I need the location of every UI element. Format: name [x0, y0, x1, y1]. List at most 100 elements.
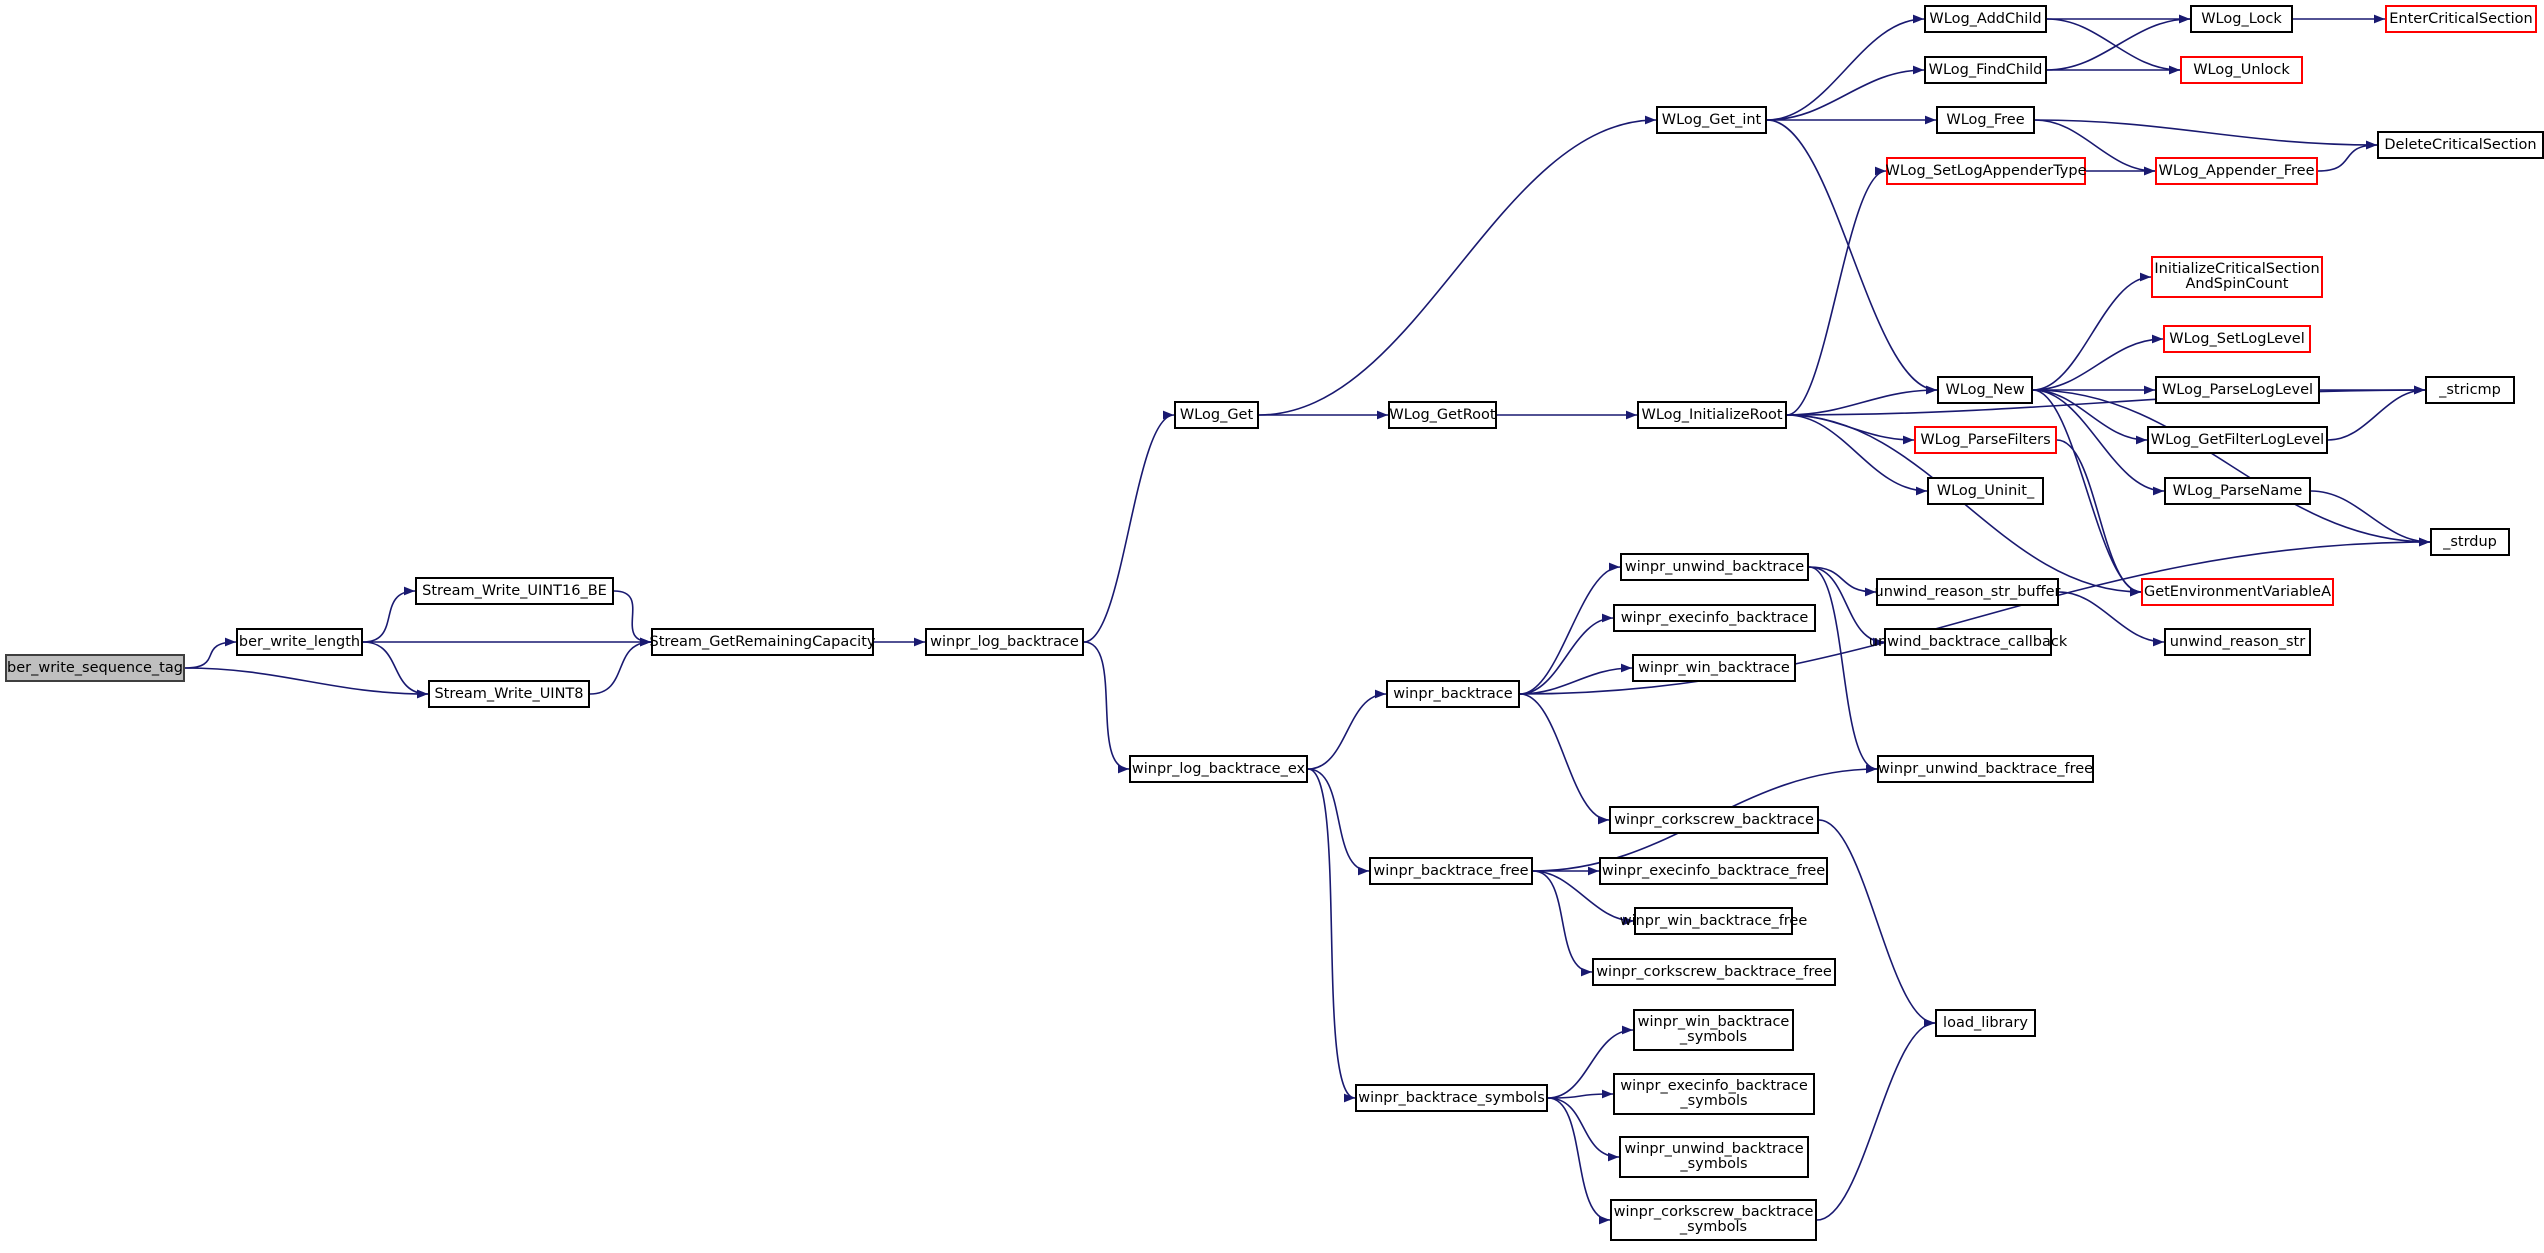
- edge-winpr_log_backtrace-to-winpr_log_backtrace_ex: [1083, 641, 1130, 774]
- node-ber-write-length[interactable]: ber_write_length: [236, 628, 363, 656]
- node-winpr-execinfo-backtrace[interactable]: winpr_execinfo_backtrace: [1613, 604, 1816, 632]
- node-wlog-get-int[interactable]: WLog_Get_int: [1656, 106, 1767, 134]
- node-winpr-win-backtrace[interactable]: winpr_win_backtrace: [1632, 654, 1796, 682]
- node-wlog-new[interactable]: WLog_New: [1937, 376, 2033, 404]
- edge-WLog_InitializeRoot-to-WLog_New: [1786, 385, 1938, 416]
- node-label: WLog_Get_int: [1661, 111, 1762, 128]
- edge-winpr_backtrace_symbols-to-winpr_execinfo_backtrace_symbols: [1547, 1089, 1614, 1099]
- node-label: winpr_execinfo_backtrace: [1620, 1078, 1808, 1094]
- node-winpr-execinfo-backtrace-symbols[interactable]: winpr_execinfo_backtrace_symbols: [1613, 1073, 1815, 1115]
- edge-winpr_unwind_backtrace-to-unwind_reason_str_buffer: [1808, 566, 1877, 597]
- edge-winpr_backtrace_symbols-to-winpr_win_backtrace_symbols: [1547, 1025, 1634, 1099]
- node-label: winpr_win_backtrace_free: [1619, 912, 1808, 929]
- edge-Stream_Write_UINT8-to-Stream_GetRemainingCapacity: [589, 637, 652, 695]
- node-label: AndSpinCount: [2185, 276, 2289, 292]
- edge-ber_write_length-to-Stream_Write_UINT16_BE: [362, 586, 416, 643]
- node-winpr-backtrace[interactable]: winpr_backtrace: [1386, 680, 1520, 708]
- node-label: WLog_New: [1945, 381, 2025, 398]
- edge-WLog_Appender_Free-to-DeleteCriticalSection: [2317, 140, 2378, 172]
- node-label: WLog_Uninit_: [1936, 482, 2035, 499]
- edge-WLog_Get_int-to-WLog_New: [1766, 119, 1938, 395]
- node-winpr-backtrace-free[interactable]: winpr_backtrace_free: [1369, 857, 1533, 885]
- node-wlog-lock[interactable]: WLog_Lock: [2190, 5, 2293, 33]
- node-label: WLog_Lock: [2201, 10, 2282, 27]
- node-label: _symbols: [1679, 1029, 1748, 1045]
- node-winpr-corkscrew-backtrace[interactable]: winpr_corkscrew_backtrace: [1609, 806, 1819, 834]
- node-label: unwind_reason_str: [2169, 633, 2306, 650]
- node-unwind-reason-str[interactable]: unwind_reason_str: [2164, 628, 2311, 656]
- node-getenvironmentvariablea[interactable]: GetEnvironmentVariableA: [2141, 578, 2334, 606]
- node-winpr-corkscrew-backtrace-free[interactable]: winpr_corkscrew_backtrace_free: [1592, 958, 1836, 986]
- edge-WLog_GetFilterLogLevel-to-_stricmp: [2327, 385, 2426, 441]
- node-winpr-execinfo-backtrace-free[interactable]: winpr_execinfo_backtrace_free: [1599, 857, 1828, 885]
- node-label: _strdup: [2443, 533, 2497, 550]
- edge-WLog_New-to-InitializeCriticalSectionAndSpinCount: [2032, 272, 2152, 391]
- node-wlog-unlock[interactable]: WLog_Unlock: [2180, 56, 2303, 84]
- edge-ber_write_length-to-Stream_Write_UINT8: [362, 641, 429, 699]
- node-winpr-unwind-backtrace-symbols[interactable]: winpr_unwind_backtrace_symbols: [1619, 1136, 1809, 1178]
- edge-winpr_backtrace_symbols-to-winpr_corkscrew_backtrace_symbols: [1547, 1097, 1611, 1225]
- node-wlog-setlogappendertype[interactable]: WLog_SetLogAppenderType: [1885, 157, 2087, 185]
- edge-winpr_log_backtrace_ex-to-winpr_backtrace: [1307, 689, 1387, 770]
- node-wlog-get[interactable]: WLog_Get: [1174, 401, 1259, 429]
- edge-winpr_unwind_backtrace-to-winpr_unwind_backtrace_free: [1808, 566, 1878, 774]
- edge-winpr_corkscrew_backtrace-to-load_library: [1818, 819, 1936, 1028]
- node-label: WLog_Unlock: [2193, 61, 2290, 78]
- node-label: _symbols: [1679, 1219, 1748, 1235]
- node-wlog-uninit-[interactable]: WLog_Uninit_: [1927, 477, 2044, 505]
- node-label: winpr_log_backtrace_ex: [1131, 760, 1306, 777]
- edge-winpr_backtrace-to-winpr_corkscrew_backtrace: [1519, 693, 1610, 825]
- node-winpr-unwind-backtrace[interactable]: winpr_unwind_backtrace: [1620, 553, 1809, 581]
- node-deletecriticalsection[interactable]: DeleteCriticalSection: [2377, 131, 2544, 159]
- node-wlog-initializeroot[interactable]: WLog_InitializeRoot: [1637, 401, 1787, 429]
- node-wlog-setloglevel[interactable]: WLog_SetLogLevel: [2163, 325, 2311, 353]
- node-stream-write-uint8[interactable]: Stream_Write_UINT8: [428, 680, 590, 708]
- node-wlog-findchild[interactable]: WLog_FindChild: [1924, 56, 2047, 84]
- node-wlog-addchild[interactable]: WLog_AddChild: [1924, 5, 2047, 33]
- node-wlog-parsefilters[interactable]: WLog_ParseFilters: [1914, 426, 2057, 454]
- node-wlog-getroot[interactable]: WLog_GetRoot: [1388, 401, 1497, 429]
- node-label: winpr_log_backtrace: [930, 633, 1079, 650]
- node-winpr-win-backtrace-symbols[interactable]: winpr_win_backtrace_symbols: [1633, 1009, 1794, 1051]
- node-load-library[interactable]: load_library: [1935, 1009, 2036, 1037]
- node-label: WLog_Get: [1179, 406, 1254, 423]
- node--stricmp[interactable]: _stricmp: [2425, 376, 2515, 404]
- node-label: WLog_GetFilterLogLevel: [2150, 431, 2325, 448]
- edge-WLog_InitializeRoot-to-WLog_SetLogAppenderType: [1786, 166, 1887, 416]
- edge-winpr_unwind_backtrace-to-unwind_backtrace_callback: [1808, 566, 1885, 647]
- node-label: winpr_win_backtrace: [1638, 659, 1790, 676]
- node-wlog-free[interactable]: WLog_Free: [1936, 106, 2035, 134]
- node-label: WLog_Appender_Free: [2158, 162, 2315, 179]
- node-unwind-reason-str-buffer[interactable]: unwind_reason_str_buffer: [1875, 578, 2060, 606]
- edge-WLog_Free-to-WLog_Appender_Free: [2034, 119, 2156, 176]
- edge-WLog_ParseFilters-to-GetEnvironmentVariableA: [2056, 439, 2142, 597]
- node-label: WLog_InitializeRoot: [1641, 406, 1783, 423]
- node-wlog-parseloglevel[interactable]: WLog_ParseLogLevel: [2155, 376, 2320, 404]
- edge-winpr_backtrace-to-winpr_unwind_backtrace: [1519, 562, 1621, 695]
- node-stream-write-uint16-be[interactable]: Stream_Write_UINT16_BE: [415, 577, 614, 605]
- node-wlog-appender-free[interactable]: WLog_Appender_Free: [2155, 157, 2318, 185]
- node-label: winpr_corkscrew_backtrace_free: [1596, 963, 1832, 980]
- node-winpr-unwind-backtrace-free[interactable]: winpr_unwind_backtrace_free: [1877, 755, 2094, 783]
- edge-WLog_Get_int-to-WLog_FindChild: [1766, 65, 1925, 121]
- node-label: InitializeCriticalSection: [2154, 261, 2320, 277]
- node-entercriticalsection[interactable]: EnterCriticalSection: [2385, 5, 2537, 33]
- node-winpr-corkscrew-backtrace-symbols[interactable]: winpr_corkscrew_backtrace_symbols: [1610, 1199, 1817, 1241]
- node-winpr-log-backtrace[interactable]: winpr_log_backtrace: [925, 628, 1084, 656]
- node-ber-write-sequence-tag: ber_write_sequence_tag: [5, 654, 185, 682]
- node-wlog-parsename[interactable]: WLog_ParseName: [2164, 477, 2311, 505]
- node--strdup[interactable]: _strdup: [2430, 528, 2510, 556]
- node-winpr-win-backtrace-free[interactable]: winpr_win_backtrace_free: [1620, 907, 1807, 935]
- node-label: WLog_ParseName: [2172, 482, 2303, 499]
- node-unwind-backtrace-callback[interactable]: unwind_backtrace_callback: [1869, 628, 2067, 656]
- node-label: ber_write_sequence_tag: [7, 659, 183, 676]
- node-stream-getremainingcapacity[interactable]: Stream_GetRemainingCapacity: [650, 628, 875, 656]
- node-label: winpr_backtrace_free: [1373, 862, 1529, 879]
- node-wlog-getfilterloglevel[interactable]: WLog_GetFilterLogLevel: [2147, 426, 2328, 454]
- node-label: WLog_SetLogAppenderType: [1885, 162, 2087, 179]
- node-winpr-backtrace-symbols[interactable]: winpr_backtrace_symbols: [1355, 1084, 1548, 1112]
- edge-WLog_Get-to-WLog_Get_int: [1258, 115, 1657, 416]
- node-winpr-log-backtrace-ex[interactable]: winpr_log_backtrace_ex: [1129, 755, 1308, 783]
